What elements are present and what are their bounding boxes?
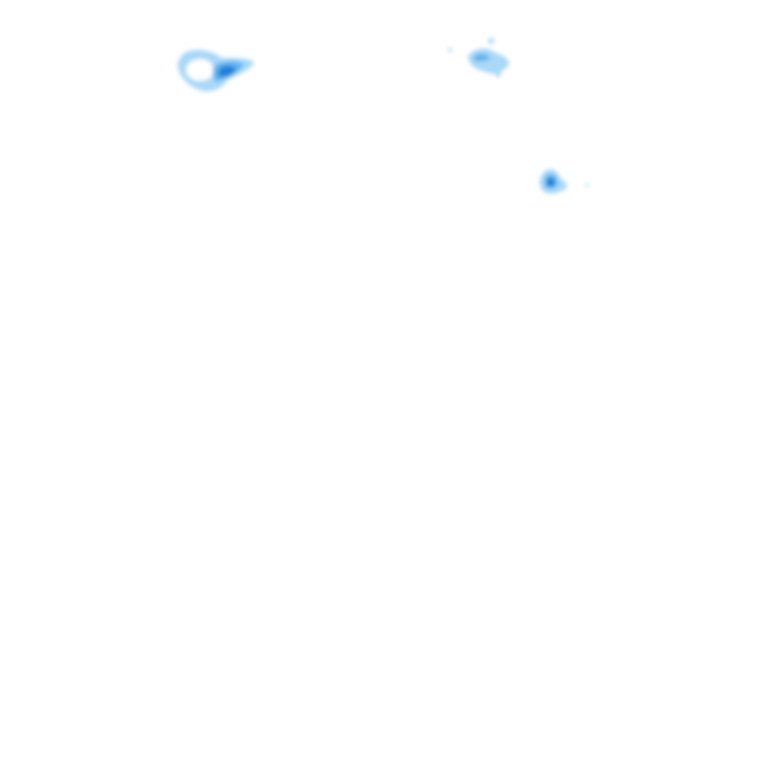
precipitation-cell-east [539,169,589,194]
precipitation-cell-north [448,38,510,77]
precipitation-cell-west [177,49,254,92]
